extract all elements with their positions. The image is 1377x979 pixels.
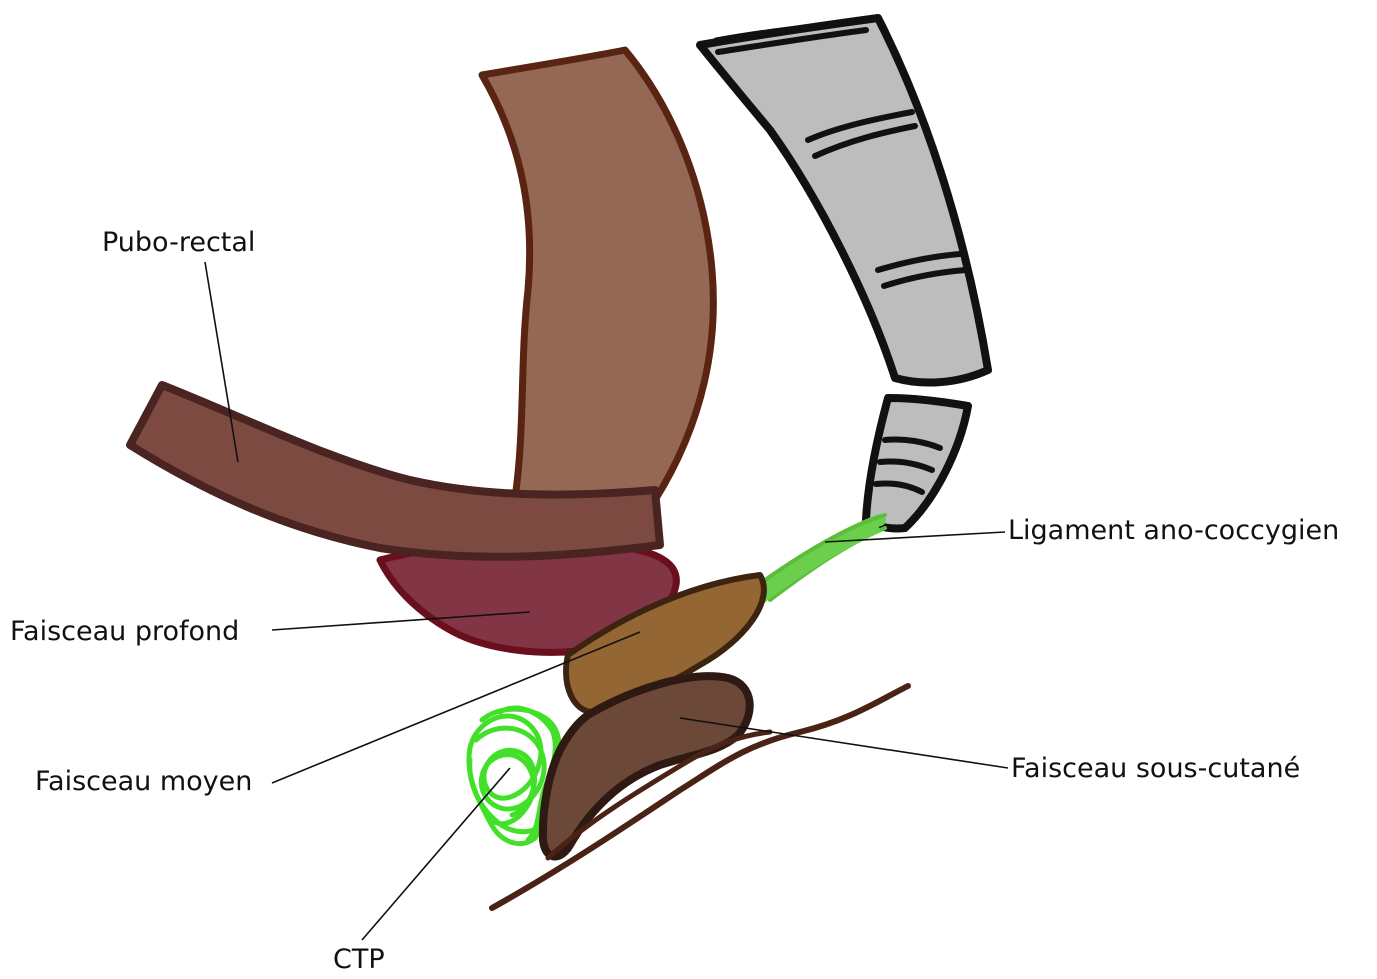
label-ligament-ano-coccygien: Ligament ano-coccygien <box>1008 515 1339 547</box>
coccyx <box>700 18 988 529</box>
label-faisceau-sous-cutane: Faisceau sous-cutané <box>1011 753 1300 785</box>
ano-coccygeal-ligament <box>748 515 885 610</box>
label-pubo-rectal: Pubo-rectal <box>102 227 255 259</box>
label-faisceau-profond: Faisceau profond <box>10 616 239 648</box>
sacrum-segment <box>700 18 988 383</box>
label-ctp: CTP <box>333 944 385 976</box>
label-faisceau-moyen: Faisceau moyen <box>35 766 252 798</box>
rectum <box>482 50 713 504</box>
leader-ctp <box>362 768 510 940</box>
